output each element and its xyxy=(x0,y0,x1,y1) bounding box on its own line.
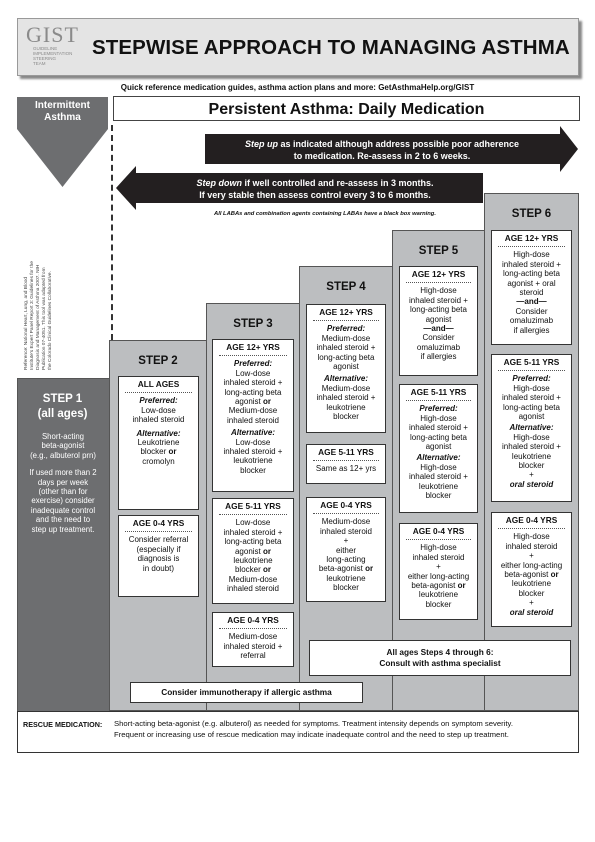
header-banner xyxy=(17,18,579,76)
reference-text: Reference: National Heart, Lung, and Blo… xyxy=(24,261,53,370)
rescue-text: Short-acting beta-agonist (e.g. albutero… xyxy=(114,719,513,739)
step-down-text: Step down if well controlled and re-asse… xyxy=(196,178,434,200)
step1-column xyxy=(17,378,110,713)
rescue-label: RESCUE MEDICATION: xyxy=(23,720,103,729)
laba-warning: All LABAs and combination agents contain… xyxy=(214,211,436,217)
step-down-arrow xyxy=(116,166,483,210)
rescue-medication-box xyxy=(17,711,579,753)
intermittent-triangle xyxy=(17,129,108,187)
step6-title: STEP 6 xyxy=(511,208,552,220)
step4-age511-card: AGE 5-11 YRS Same as 12+ yrs xyxy=(306,444,386,484)
step2-age04-card: AGE 0-4 YRS Consider referral(especially… xyxy=(118,515,199,597)
step-up-arrow xyxy=(205,126,578,172)
page-title: STEPWISE APPROACH TO MANAGING ASTHMA xyxy=(92,36,570,59)
step3-title: STEP 3 xyxy=(233,318,273,330)
step2-title: STEP 2 xyxy=(138,355,178,367)
gist-logo: GIST GUIDELINE IMPLEMENTATION STEERING T… xyxy=(26,22,79,67)
immunotherapy-note: Consider immunotherapy if allergic asthm… xyxy=(130,682,363,703)
persistent-asthma-title: Persistent Asthma: Daily Medication xyxy=(113,96,580,121)
step5-title: STEP 5 xyxy=(418,245,459,257)
step1-title: STEP 1(all ages) xyxy=(37,393,88,420)
step-up-text: Step up as indicated although address po… xyxy=(244,139,520,161)
specialist-note: All ages Steps 4 through 6:Consult with … xyxy=(309,640,571,676)
subtitle-link-text: Quick reference medication guides, asthm… xyxy=(120,83,475,92)
dashed-divider xyxy=(111,125,113,350)
step4-title: STEP 4 xyxy=(326,281,366,293)
